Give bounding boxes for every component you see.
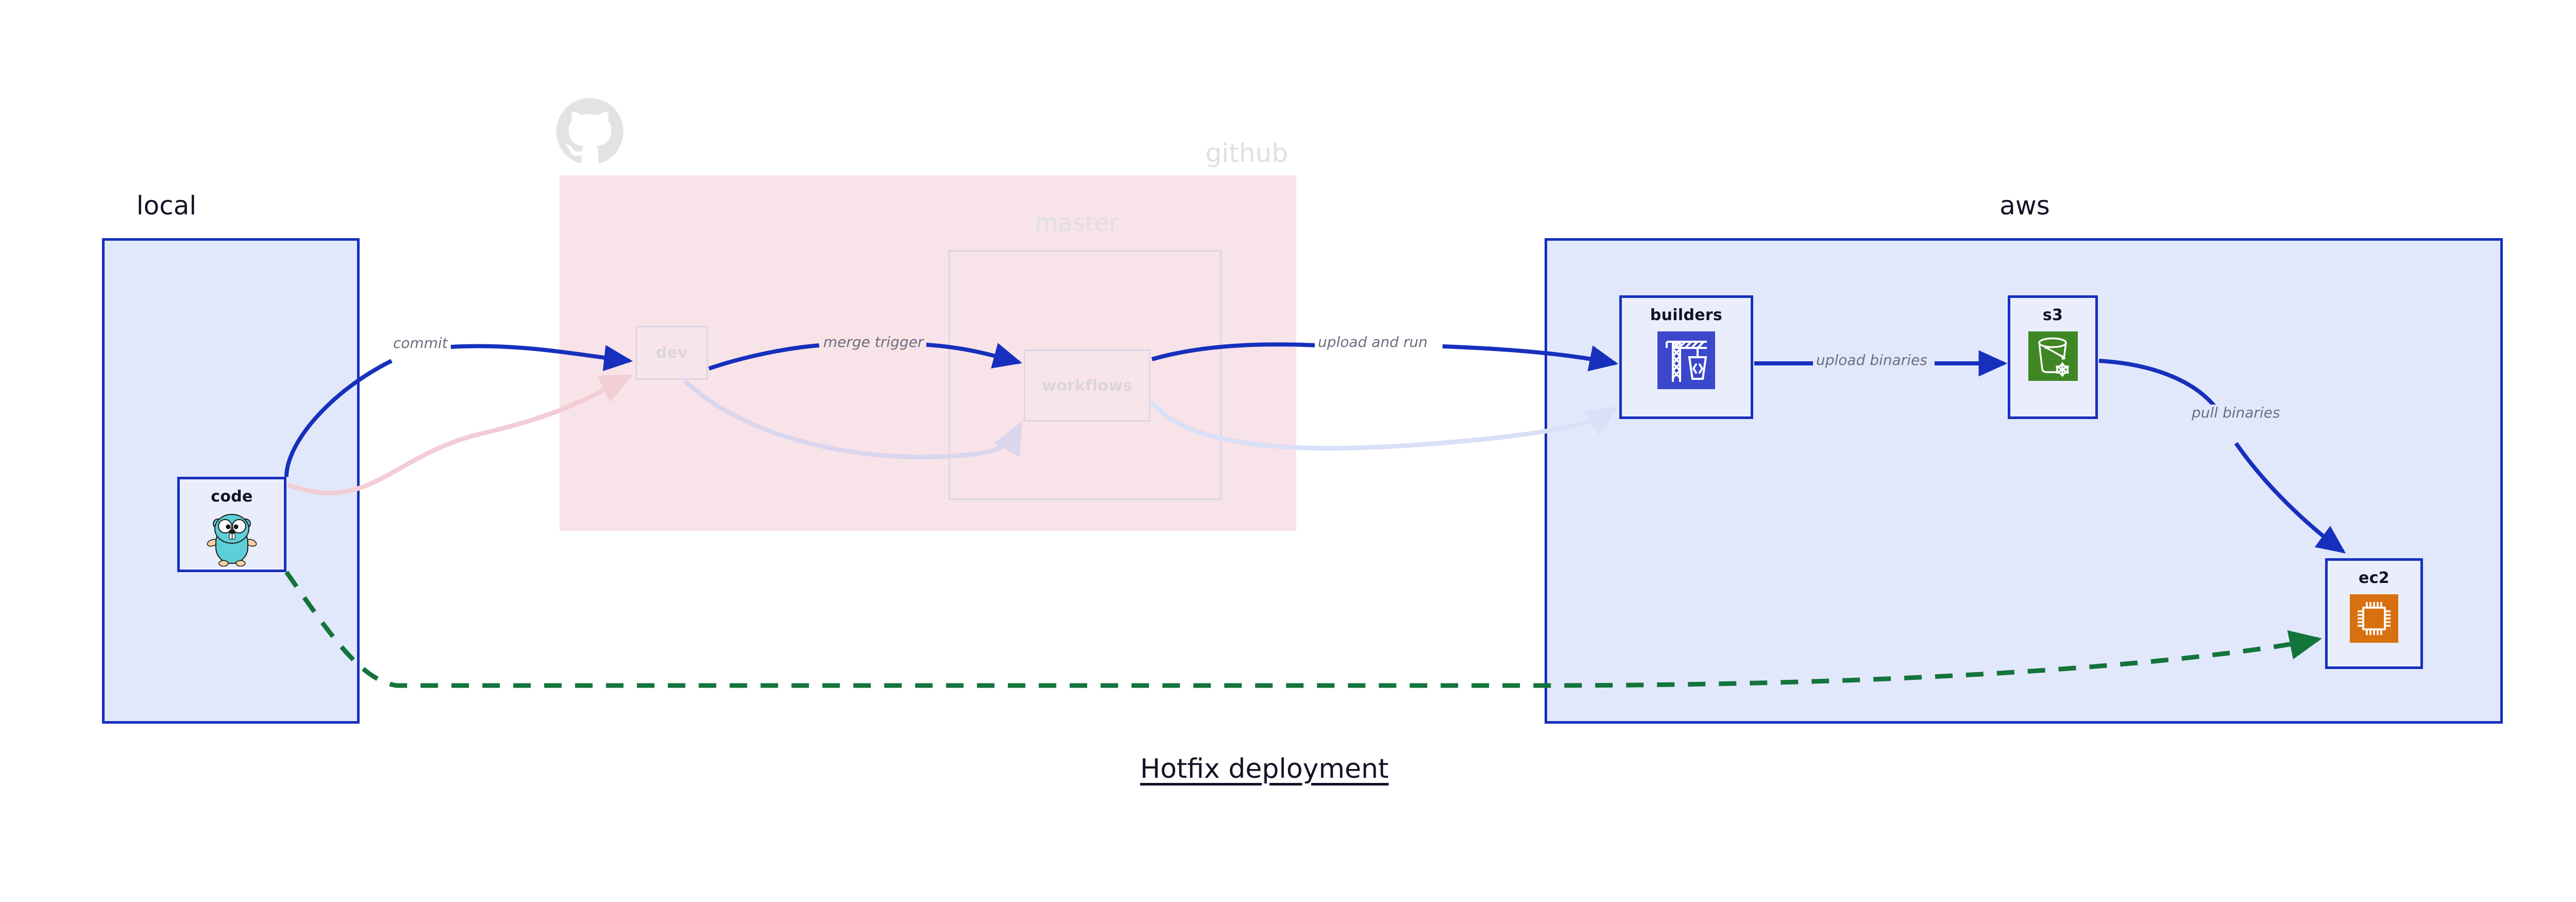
node-builders[interactable]: builders [1619, 295, 1753, 419]
node-dev[interactable]: dev [636, 326, 708, 380]
node-code[interactable]: code [177, 477, 286, 572]
s3-bucket-glacier-icon [2028, 331, 2078, 381]
group-title-aws: aws [1999, 191, 2050, 221]
node-workflows-label: workflows [1042, 376, 1132, 395]
node-workflows[interactable]: workflows [1024, 349, 1150, 422]
go-gopher-icon [207, 514, 257, 566]
diagram-caption: Hotfix deployment [1140, 754, 1389, 784]
edge-label-upload-binaries: upload binaries [1813, 352, 1930, 369]
node-dev-label: dev [655, 344, 688, 362]
node-ec2-label: ec2 [2359, 569, 2389, 587]
node-ec2[interactable]: ec2 [2325, 558, 2423, 669]
node-builders-label: builders [1650, 306, 1723, 324]
node-code-label: code [211, 488, 253, 506]
group-title-github: github [1205, 138, 1288, 168]
node-s3-label: s3 [2042, 306, 2063, 324]
edge-label-pull-binaries: pull binaries [2189, 405, 2283, 421]
group-title-master: master [1035, 209, 1119, 237]
edge-label-merge-trigger: merge trigger [820, 334, 927, 350]
ec2-cpu-chip-icon [2350, 594, 2398, 643]
aws-codebuild-crane-icon [1657, 331, 1715, 389]
group-title-local: local [136, 191, 197, 221]
node-master[interactable] [948, 250, 1222, 500]
node-s3[interactable]: s3 [2008, 295, 2098, 419]
edge-label-upload-and-run: upload and run [1315, 334, 1431, 350]
github-octocat-icon [556, 98, 623, 163]
edge-label-commit: commit [390, 335, 451, 352]
